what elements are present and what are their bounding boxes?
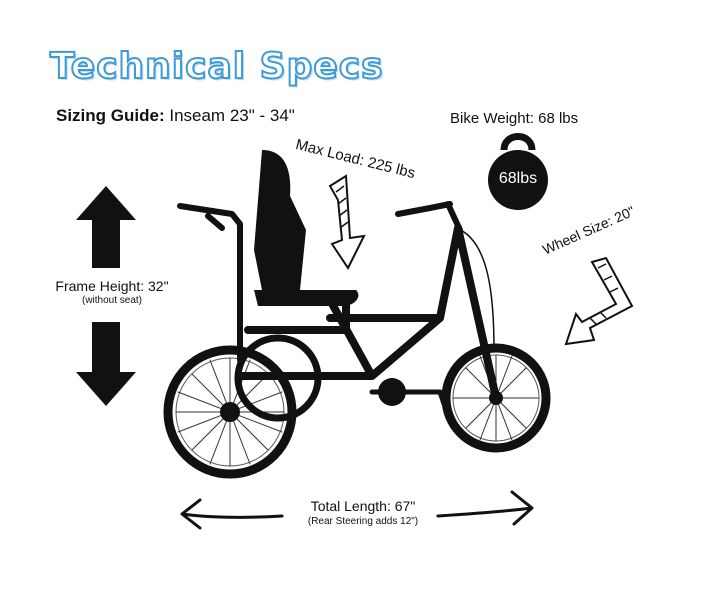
sizing-guide-value: Inseam 23" - 34" xyxy=(169,106,295,125)
frame-height-arrows xyxy=(76,186,136,406)
rear-wheel xyxy=(163,345,297,479)
kettlebell-icon xyxy=(488,133,548,210)
arrow-down-icon xyxy=(76,322,136,406)
arrow-left-icon xyxy=(180,498,284,530)
frame-height-note: (without seat) xyxy=(81,295,143,306)
frame-height-label: Frame Height: 32" xyxy=(55,278,169,294)
kettlebell-badge: 68lbs xyxy=(498,170,538,187)
seat-back xyxy=(254,150,306,290)
total-length-arrows xyxy=(180,490,534,530)
frame xyxy=(236,224,500,402)
total-length-note: (Rear Steering adds 12") xyxy=(307,516,419,527)
seat xyxy=(254,290,359,306)
tricycle-silhouette xyxy=(163,150,551,479)
wheel-size-arrow xyxy=(564,256,634,346)
max-load-arrow xyxy=(328,174,366,270)
arrow-right-icon xyxy=(436,490,534,526)
page-title: Technical Specs xyxy=(49,45,384,88)
arrow-up-icon xyxy=(76,186,136,268)
bike-weight-label: Bike Weight: 68 lbs xyxy=(450,110,579,127)
front-handlebar xyxy=(395,201,463,233)
push-handle xyxy=(177,203,243,363)
sizing-guide-label: Sizing Guide: xyxy=(56,106,165,125)
total-length-label: Total Length: 67" xyxy=(310,498,416,514)
sizing-guide: Sizing Guide: Inseam 23" - 34" xyxy=(56,106,295,126)
